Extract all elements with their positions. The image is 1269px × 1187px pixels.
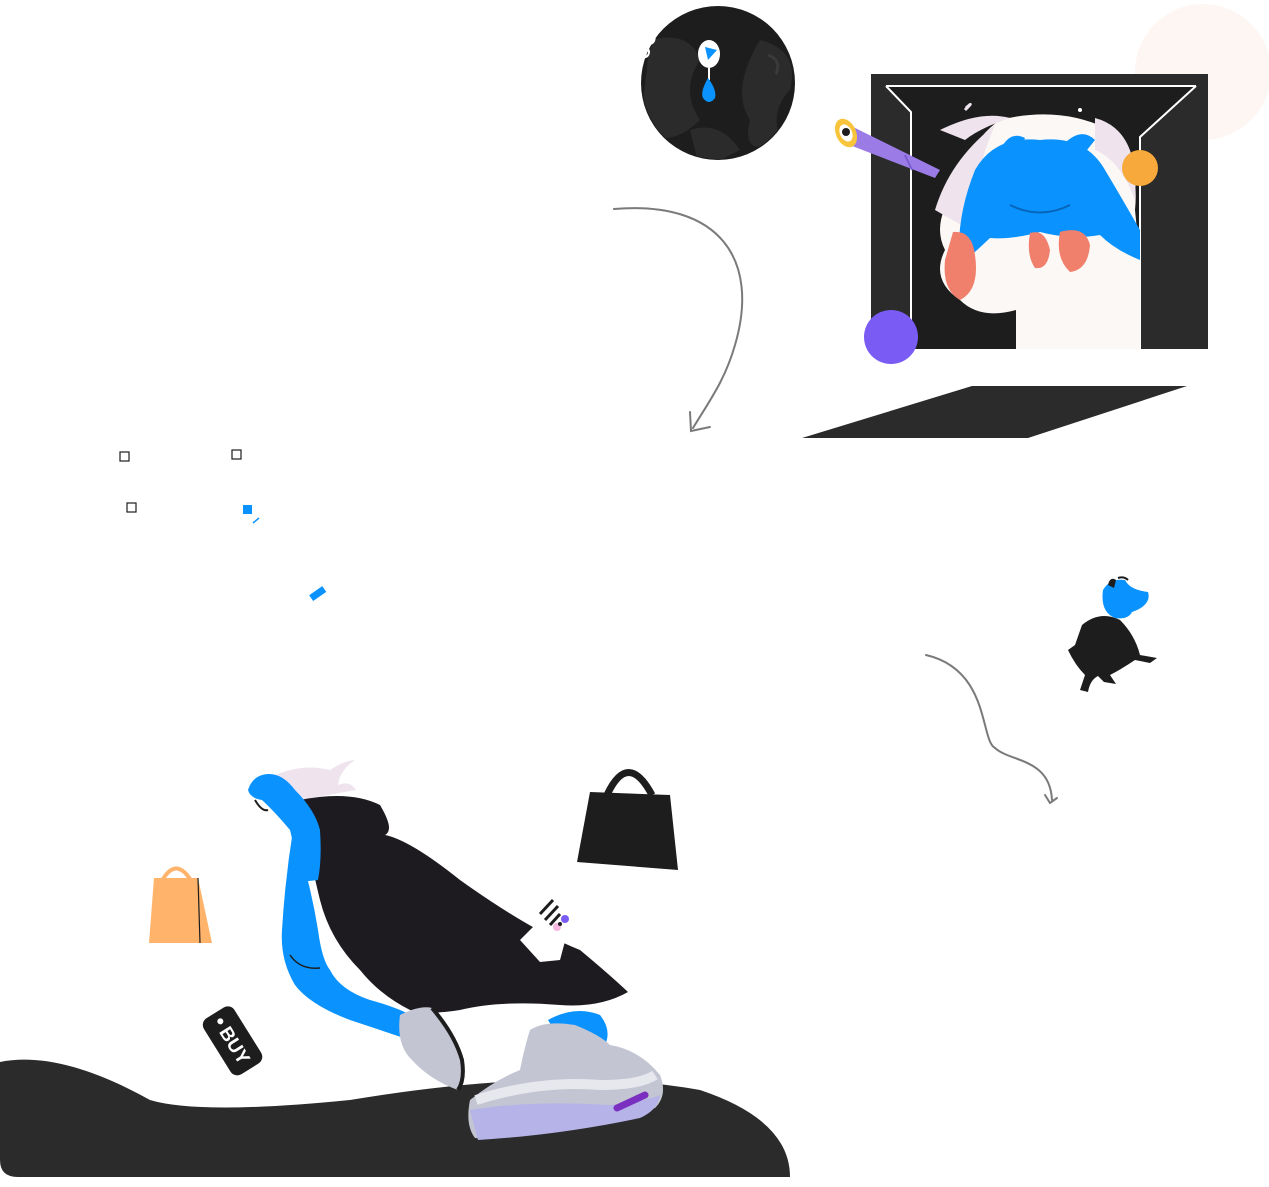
confetti <box>119 449 327 602</box>
box-character <box>935 103 1140 349</box>
phone-card <box>520 898 569 962</box>
wavy-arrow <box>925 654 1058 805</box>
orange-planet <box>1122 150 1158 186</box>
floor-shadow <box>802 386 1187 438</box>
handbag-icon <box>577 769 678 870</box>
purple-planet <box>864 310 918 364</box>
sneaker-front <box>468 1023 664 1140</box>
sneaker-back <box>399 1006 465 1092</box>
globe-icon: COOL VIB <box>633 0 795 160</box>
curved-arrow <box>613 207 744 433</box>
dog-icon <box>1068 576 1157 692</box>
shopping-bag-icon <box>149 866 212 944</box>
ground-hill <box>0 1059 790 1177</box>
walking-character <box>248 760 664 1140</box>
price-tag-icon: BUY <box>202 1006 263 1076</box>
telescope-icon <box>834 118 940 178</box>
